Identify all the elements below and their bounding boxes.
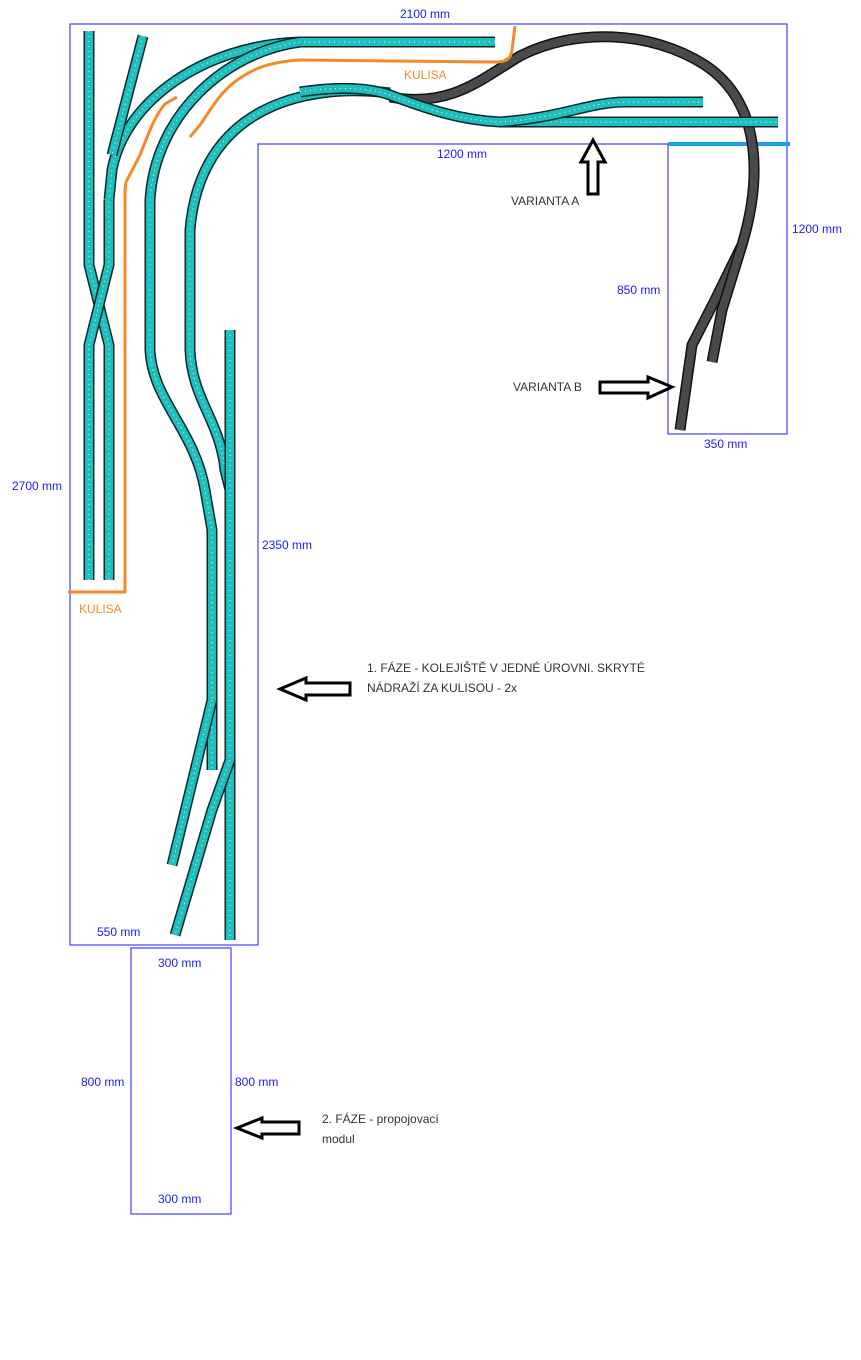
backdrop-line-left <box>68 95 178 594</box>
backdrop-label: KULISA <box>79 602 122 616</box>
dim-module-bottom: 300 mm <box>158 1192 202 1206</box>
track-segment <box>149 41 301 770</box>
phase1-line1: 1. FÁZE - KOLEJIŠTĚ V JEDNÉ ÚROVNI. SKRY… <box>367 661 645 675</box>
dim-module-top: 300 mm <box>158 956 202 970</box>
main-tracks <box>83 31 778 940</box>
dim-inner-left: 2350 mm <box>262 538 313 552</box>
arrow-up-icon <box>578 136 608 196</box>
dim-bottom-width: 550 mm <box>97 925 141 939</box>
dim-right-inner: 850 mm <box>617 283 661 297</box>
track-segment <box>108 41 495 201</box>
track-segment <box>299 87 778 123</box>
dim-right-bottom: 350 mm <box>704 437 748 451</box>
track-segment <box>85 200 113 580</box>
track-segment <box>105 38 495 201</box>
arrow-left-icon <box>276 675 352 703</box>
track-segment <box>499 98 703 126</box>
phase1-note: 1. FÁZE - KOLEJIŠTĚ V JEDNÉ ÚROVNI. SKRY… <box>367 658 645 698</box>
track-segment <box>103 36 495 201</box>
backdrop-line-top <box>188 25 517 138</box>
track-segment <box>168 699 216 866</box>
dim-inner-top: 1200 mm <box>437 147 488 161</box>
variant-track <box>389 31 760 431</box>
phase2-note: 2. FÁZE - propojovací modul <box>322 1109 439 1149</box>
main-board-outline <box>69 23 788 946</box>
dim-right-outer: 1200 mm <box>792 222 843 236</box>
arrow-right-icon <box>598 374 676 401</box>
backdrop-label: KULISA <box>404 68 447 82</box>
dim-module-right: 800 mm <box>235 1075 279 1089</box>
dim-left-height: 2700 mm <box>12 479 63 493</box>
phase2-line1: 2. FÁZE - propojovací <box>322 1112 439 1126</box>
phase1-line2: NÁDRAŽÍ ZA KULISOU - 2x <box>367 681 518 695</box>
track-segment <box>174 759 231 936</box>
arrow-left-icon <box>232 1115 301 1141</box>
dim-module-left: 800 mm <box>81 1075 125 1089</box>
phase2-line2: modul <box>322 1132 355 1146</box>
dim-top-width: 2100 mm <box>400 7 451 21</box>
track-segment <box>111 35 144 156</box>
variant-b-label: VARIANTA B <box>513 380 582 394</box>
variant-a-label: VARIANTA A <box>511 194 580 208</box>
module-board-outline <box>130 947 232 1215</box>
